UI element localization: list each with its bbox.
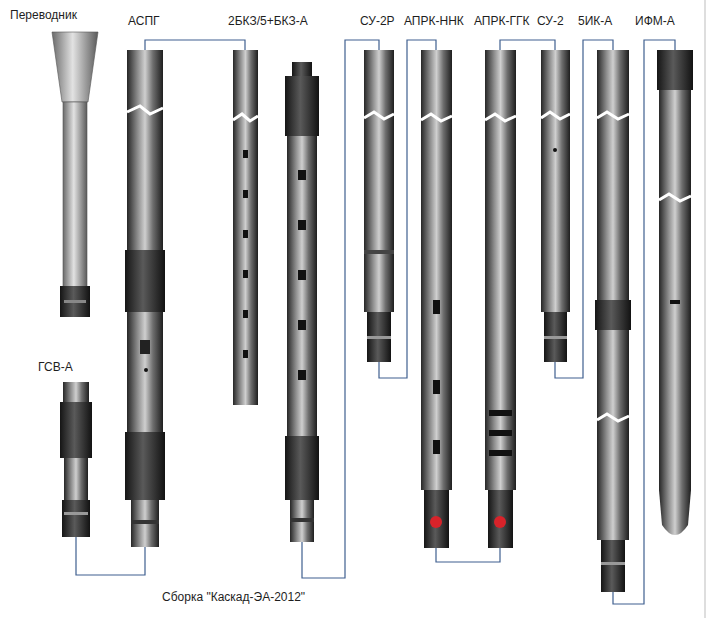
connector-line (436, 548, 500, 562)
tool-su2 (541, 50, 570, 362)
tool-module: СУ-2 (541, 50, 570, 362)
connector-line (613, 40, 675, 604)
tool-module: 2БКЗ/5+БКЗ-А (233, 50, 319, 542)
tool-module: СУ-2Р (364, 50, 394, 362)
tool-name: СУ-2 (537, 14, 564, 28)
tool-module: АПРК-ННК (421, 50, 452, 548)
tool-aspg (125, 50, 165, 547)
connector-line (76, 537, 145, 575)
tool-gsv (60, 382, 92, 537)
connector-line (302, 40, 379, 578)
adapter-tool (52, 32, 98, 317)
tool-module: Переводник (52, 32, 98, 317)
tool-name: ГСВ-А (38, 360, 73, 374)
tool-ik (595, 50, 631, 592)
tool-module: ИФМ-А (657, 50, 693, 540)
tool-name: АПРК-ННК (404, 14, 464, 28)
tool-ggk (485, 50, 516, 548)
tool-ifm (657, 50, 693, 535)
assembly-caption: Сборка "Каскад-ЭА-2012" (160, 590, 307, 604)
tool-name: АСПГ (128, 14, 160, 28)
tool-su2r (364, 50, 394, 362)
connector-line (145, 40, 245, 50)
tool-module: АСПГ (125, 50, 165, 547)
tool-name: 2БКЗ/5+БКЗ-А (228, 14, 308, 28)
tool-module: ГСВ-А (60, 382, 92, 537)
tool-name: СУ-2Р (360, 14, 395, 28)
tool-name: Переводник (10, 8, 77, 22)
tool-module: 5ИК-А (595, 50, 631, 592)
tool-name: АПРК-ГГК (474, 14, 529, 28)
tool-name: 5ИК-А (578, 14, 612, 28)
connector-line (500, 40, 555, 50)
tool-name: ИФМ-А (635, 14, 675, 28)
connector-line (555, 40, 613, 378)
tool-module: АПРК-ГГК (485, 50, 516, 548)
connector-line (379, 40, 436, 378)
tool-bkz (233, 50, 319, 542)
frame-line (705, 0, 706, 618)
tool-nnk (421, 50, 452, 548)
